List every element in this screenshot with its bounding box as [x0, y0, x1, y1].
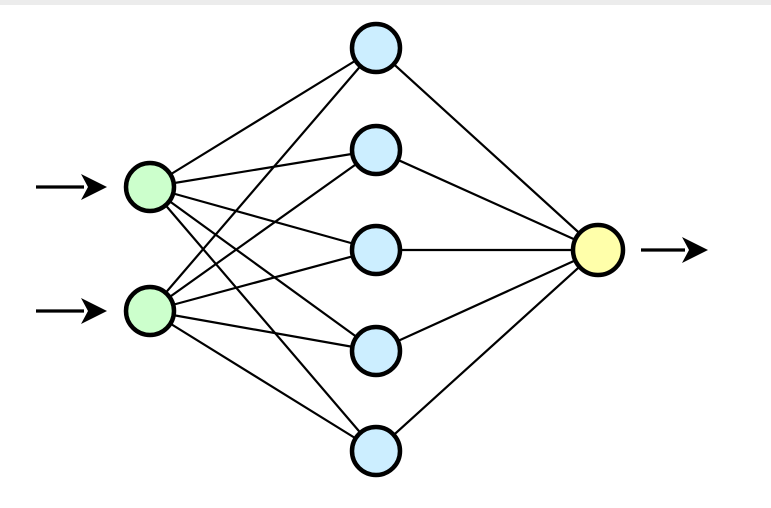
connection-edge [148, 185, 378, 453]
hidden-node-3 [349, 223, 403, 277]
arrows-group [36, 174, 708, 324]
connection-edge [148, 309, 378, 353]
input-node-1 [123, 160, 177, 214]
output-arrow-head [682, 237, 708, 263]
connection-edge [374, 248, 600, 453]
output-node-1 [570, 222, 626, 278]
hidden-node-5 [349, 424, 403, 478]
connection-edge [374, 46, 600, 252]
connection-edge [148, 309, 378, 453]
input-arrow-top-head [81, 174, 107, 200]
connection-edge [148, 148, 378, 189]
hidden-node-1 [349, 21, 403, 75]
hidden-node-4 [349, 324, 403, 378]
connection-edge [148, 148, 378, 313]
input-arrow-bottom-head [81, 298, 107, 324]
edges-group [148, 46, 600, 453]
nodes-group [123, 21, 626, 478]
connection-edge [148, 46, 378, 189]
connection-edge [148, 46, 378, 313]
hidden-node-2 [349, 123, 403, 177]
connection-edge [148, 185, 378, 353]
connection-edge [148, 185, 378, 252]
connection-edge [148, 248, 378, 313]
top-band-divider [0, 0, 771, 5]
connection-edge [374, 148, 600, 252]
input-node-2 [123, 284, 177, 338]
connection-edge [374, 248, 600, 353]
